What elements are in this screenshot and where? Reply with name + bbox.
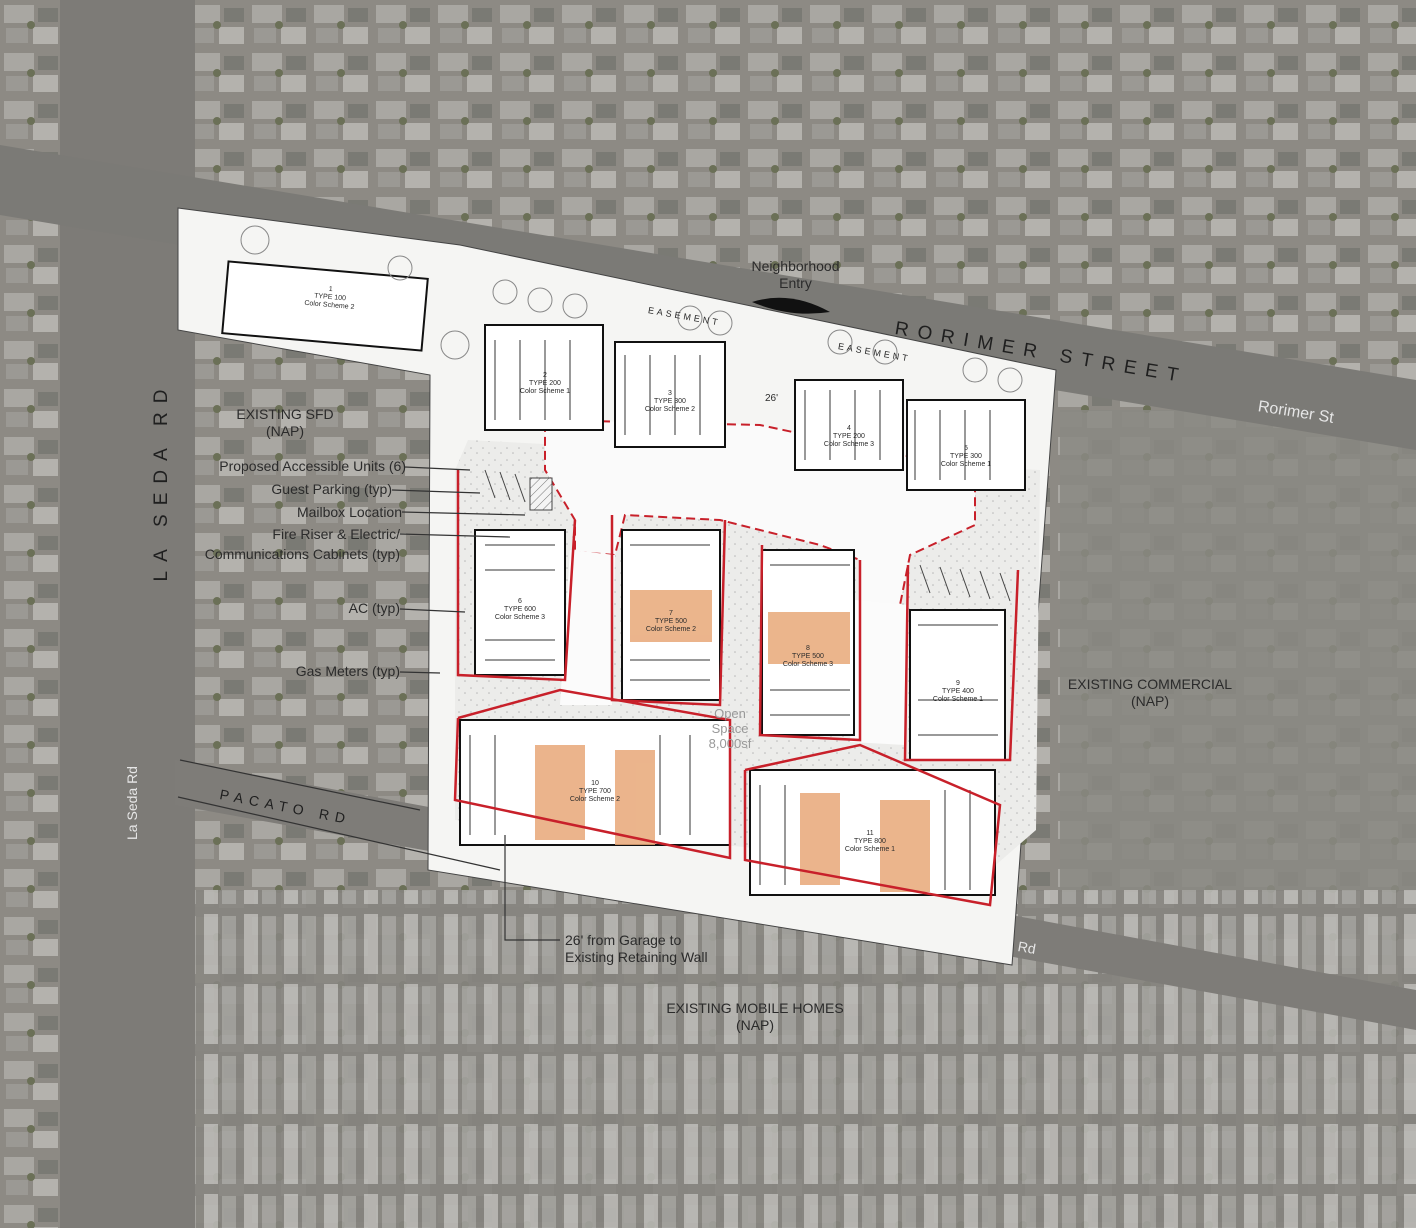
- building-1: [221, 260, 429, 352]
- leader-lines: [177, 466, 560, 941]
- accessible-units: [535, 590, 930, 892]
- neighborhood-entry-label: Neighborhood Entry: [751, 258, 840, 291]
- guest-parking: [484, 469, 1011, 602]
- mailbox-hatch: [529, 477, 553, 511]
- existing-sfd-label: EXISTING SFD (NAP): [236, 406, 334, 439]
- building-3: [614, 341, 726, 448]
- commercial-lot: [1060, 410, 1416, 890]
- garage-distance-label: 26' from Garage to Existing Retaining Wa…: [565, 932, 708, 965]
- open-space-label: Open Space 8,000sf: [708, 706, 752, 751]
- drive-aisle-spine: [560, 550, 615, 705]
- rd-map-label: Rd: [1016, 938, 1038, 957]
- landscape-trees: [240, 225, 1023, 393]
- legend-gas-meters: Gas Meters (typ): [295, 663, 400, 679]
- building-2: [484, 324, 604, 431]
- lot-lines: [453, 470, 1020, 907]
- legend-guest-parking: Guest Parking (typ): [271, 481, 392, 497]
- entry-arrow-icon: [752, 297, 830, 314]
- legend-ac: AC (typ): [348, 600, 400, 616]
- existing-commercial-label: EXISTING COMMERCIAL (NAP): [1067, 676, 1233, 709]
- building-6: [474, 529, 566, 676]
- legend-fire-riser: Fire Riser & Electric/: [272, 526, 400, 542]
- legend-comm-cabinets: Communications Cabinets (typ): [204, 546, 400, 562]
- building-4: [794, 379, 904, 471]
- building-11: [749, 769, 996, 896]
- garage-details: [469, 340, 998, 890]
- la-seda-map-label: La Seda Rd: [123, 766, 140, 840]
- building-5: [906, 399, 1026, 491]
- aisle-width-label: 26': [765, 393, 779, 404]
- drive-aisle-spine-2: [850, 600, 908, 745]
- building-footprints: [221, 260, 1026, 896]
- la-seda-road-label: LA SEDA RD: [151, 380, 172, 582]
- legend-mailbox: Mailbox Location: [296, 504, 402, 520]
- legend-accessible-units: Proposed Accessible Units (6): [219, 458, 406, 474]
- mobile-home-park: [160, 890, 1416, 1228]
- existing-mobile-homes-label: EXISTING MOBILE HOMES (NAP): [666, 1000, 844, 1033]
